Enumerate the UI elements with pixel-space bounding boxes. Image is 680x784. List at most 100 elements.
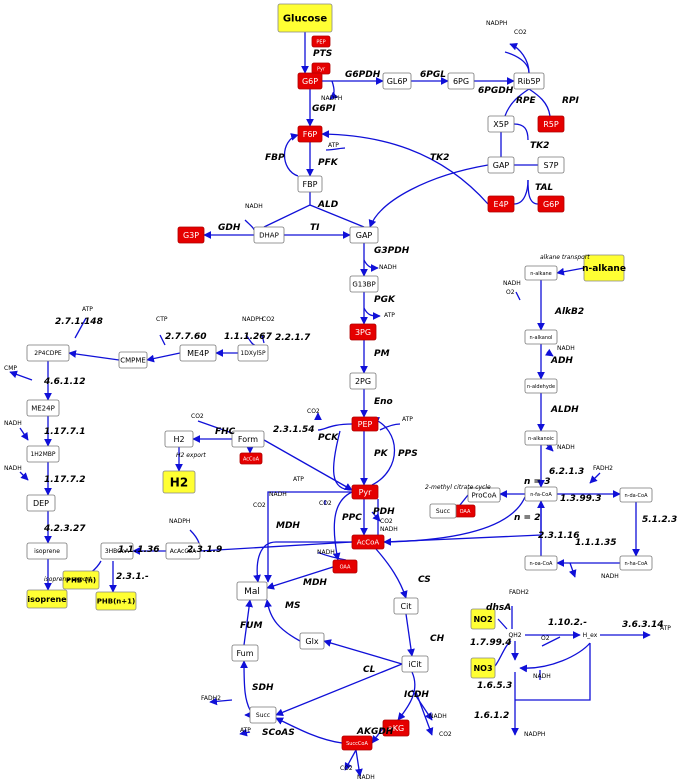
node-label: Succ xyxy=(436,508,450,515)
node-box-cmpme xyxy=(118,351,148,369)
node-box-nfacoa xyxy=(524,486,558,502)
node-ndacoa: n-da-CoA xyxy=(619,487,653,503)
enzyme-label: PGK xyxy=(374,295,396,305)
node-g6p_tal: G6P xyxy=(537,195,565,213)
node-box-dhap xyxy=(253,226,285,244)
cofactor-label: NADH xyxy=(245,203,263,210)
node-3pg: 3PG xyxy=(349,323,377,341)
node-box-pyr xyxy=(351,484,379,500)
reaction-arrow xyxy=(209,697,233,706)
cofactor-label: NADH xyxy=(4,465,22,472)
node-box-nalkanol xyxy=(524,329,558,345)
node-me24p: ME24P xyxy=(26,399,60,417)
node-label: Glucose xyxy=(283,14,328,25)
enzyme-label: PPC xyxy=(342,513,362,523)
node-box-h2 xyxy=(164,430,194,448)
node-label: PEP xyxy=(358,420,373,429)
reaction-arrow xyxy=(556,267,585,276)
cofactor-label: O2 xyxy=(506,289,515,296)
node-label: X5P xyxy=(493,120,509,129)
enzyme-label: SDH xyxy=(252,683,274,693)
node-label: E4P xyxy=(494,200,509,209)
enzyme-label: ALD xyxy=(317,200,339,210)
node-label: n-alkanol xyxy=(530,335,553,341)
node-label: 3PG xyxy=(355,328,371,337)
node-gap_ppp: GAP xyxy=(487,156,515,174)
node-label: GAP xyxy=(356,231,373,240)
enzyme-label: 1.6.1.2 xyxy=(474,711,509,721)
node-3hbcoa: 3HBCoA xyxy=(100,542,134,560)
reaction-arrow xyxy=(323,639,403,665)
enzyme-label: 2-methyl citrate cycle xyxy=(425,484,491,491)
cofactor-label: ATP xyxy=(293,476,304,483)
node-f6p: F6P xyxy=(297,125,323,143)
reaction-arrow xyxy=(541,636,561,647)
reaction-arrow xyxy=(371,727,384,744)
node-label: n-oa-CoA xyxy=(530,561,554,567)
node-box-3pg xyxy=(349,323,377,341)
reaction-arrow xyxy=(568,562,577,578)
enzyme-label: n = 3 xyxy=(524,477,550,487)
enzyme-label: GDH xyxy=(218,223,241,233)
node-box-dep xyxy=(26,494,56,512)
node-gap: GAP xyxy=(349,226,379,244)
node-accoa: AcCoA xyxy=(351,534,385,550)
node-s7p: S7P xyxy=(537,156,565,174)
node-2p4cdpe: 2P4CDPE xyxy=(26,344,70,362)
cofactor-label: CO2 xyxy=(307,408,320,415)
enzyme-label: 1.1.1.35 xyxy=(575,538,617,548)
cofactor-label: CMP xyxy=(4,365,17,372)
node-label: Mal xyxy=(244,587,260,597)
node-box-6pg xyxy=(447,72,475,90)
node-box-procoa xyxy=(467,487,501,503)
reaction-arrow xyxy=(355,749,363,777)
node-gl6p: GL6P xyxy=(382,72,412,90)
cofactor-label: NADH xyxy=(269,491,287,498)
node-box-accoa_form xyxy=(239,452,263,465)
node-box-g3p xyxy=(177,226,205,244)
enzyme-label: FHC xyxy=(215,427,236,437)
node-nalkane_in: n-alkane xyxy=(524,265,558,281)
cofactor-label: CO2 xyxy=(262,316,275,323)
node-isoprene: isoprene xyxy=(26,542,68,560)
node-dhap: DHAP xyxy=(253,226,285,244)
reaction-arrow xyxy=(19,471,29,481)
node-e4p: E4P xyxy=(487,195,515,213)
enzyme-label: RPE xyxy=(516,96,537,106)
node-box-isoprene_out xyxy=(26,589,68,609)
node-glx: Glx xyxy=(299,632,325,650)
enzyme-label: SCoAS xyxy=(262,728,295,738)
enzyme-label: 6PGDH xyxy=(478,86,514,96)
reaction-arrow xyxy=(329,80,338,100)
reaction-arrow xyxy=(494,640,512,667)
node-box-cit xyxy=(393,597,419,615)
node-box-phb_n1 xyxy=(95,591,137,611)
reaction-arrow xyxy=(321,130,489,205)
enzyme-label: PPS xyxy=(398,449,418,459)
node-label: 3HBCoA xyxy=(105,548,130,555)
node-glucose: Glucose xyxy=(277,3,333,33)
reaction-arrow xyxy=(264,491,352,583)
cofactor-label: ATP xyxy=(660,625,671,632)
node-label: PHB(n+1) xyxy=(97,598,135,606)
enzyme-label: ALDH xyxy=(550,405,579,415)
reaction-arrow xyxy=(405,613,415,657)
enzyme-label: dhsA xyxy=(486,603,511,613)
node-box-pep xyxy=(351,416,379,432)
enzyme-label: 2.3.1.54 xyxy=(273,425,315,435)
node-label: H_ex xyxy=(583,632,598,639)
node-label: n-alkanoic xyxy=(528,436,554,442)
enzyme-label: H2 export xyxy=(176,452,206,459)
reaction-arrow xyxy=(253,541,277,583)
cofactor-label: NADH xyxy=(557,444,575,451)
node-label: QH2 xyxy=(508,632,521,639)
reaction-arrow xyxy=(527,179,539,205)
node-box-g6p_tal xyxy=(537,195,565,213)
node-qh2: QH2 xyxy=(508,632,521,639)
node-box-icit xyxy=(401,655,429,673)
enzyme-label: alkane transport xyxy=(540,254,590,261)
cofactor-label: ATP xyxy=(82,306,93,313)
node-me4p: ME4P xyxy=(179,344,217,362)
node-label: FBP xyxy=(303,180,318,189)
